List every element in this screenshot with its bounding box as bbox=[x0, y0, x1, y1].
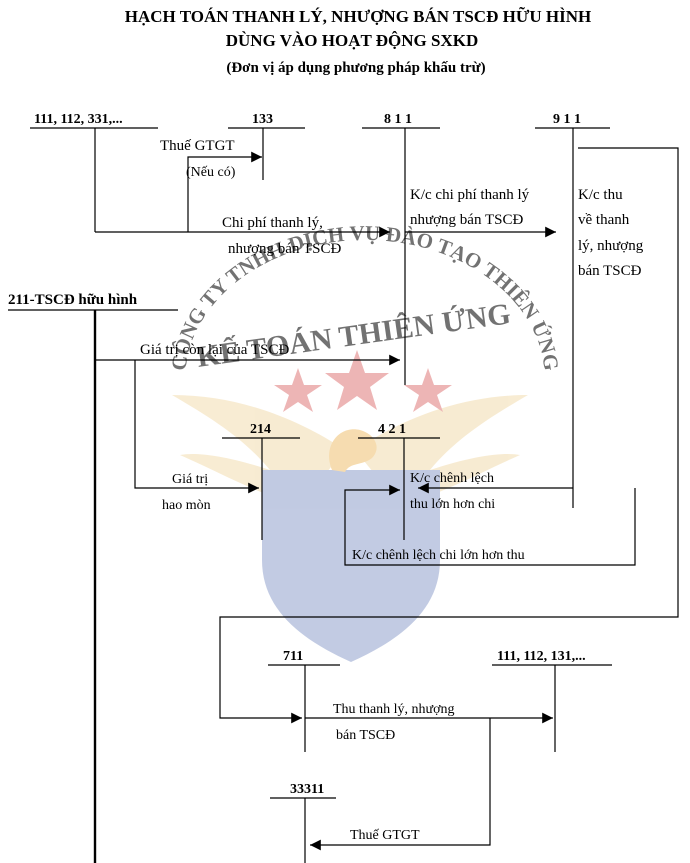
page-title-line2: DÙNG VÀO HOẠT ĐỘNG SXKD bbox=[226, 31, 479, 50]
eagle-icon bbox=[329, 429, 377, 472]
star-icon bbox=[404, 368, 452, 412]
account-211: 211-TSCĐ hữu hình bbox=[8, 292, 138, 308]
label-kc-thu-3: lý, nhượng bbox=[578, 238, 644, 254]
account-stems bbox=[94, 128, 574, 863]
watermark-logo: CÔNG TY TNHH DỊCH VỤ ĐÀO TẠO THIÊN ỨNG K… bbox=[166, 221, 564, 662]
label-kc-thu-4: bán TSCĐ bbox=[578, 263, 642, 279]
label-gia-tri-con-lai: Giá trị còn lại của TSCĐ bbox=[140, 342, 289, 358]
label-kc-chenh-lech-1: K/c chênh lệch bbox=[410, 471, 494, 486]
account-33311: 33311 bbox=[290, 782, 324, 797]
label-kc-chi-phi-1: K/c chi phí thanh lý bbox=[410, 187, 530, 203]
label-kc-thu-1: K/c thu bbox=[578, 187, 623, 203]
label-kc-chi-phi-2: nhượng bán TSCĐ bbox=[410, 212, 523, 228]
account-711: 711 bbox=[283, 649, 303, 664]
label-thu-thanh-ly-1: Thu thanh lý, nhượng bbox=[333, 702, 455, 717]
label-chi-phi-1: Chi phí thanh lý, bbox=[222, 215, 323, 231]
label-kc-chi-lon-thu: K/c chênh lệch chi lớn hơn thu bbox=[352, 548, 525, 563]
label-hao-mon: hao mòn bbox=[162, 498, 211, 513]
star-icon bbox=[274, 368, 322, 412]
label-gia-tri: Giá trị bbox=[172, 472, 208, 487]
account-214: 214 bbox=[250, 422, 271, 437]
account-421: 4 2 1 bbox=[378, 422, 406, 437]
account-911: 9 1 1 bbox=[553, 112, 581, 127]
label-neu-co: (Nếu có) bbox=[186, 165, 236, 180]
account-811: 8 1 1 bbox=[384, 112, 412, 127]
label-chi-phi-2: nhượng bán TSCĐ bbox=[228, 241, 341, 257]
label-thu-thanh-ly-2: bán TSCĐ bbox=[336, 728, 395, 743]
account-111-112-131: 111, 112, 131,... bbox=[497, 649, 586, 664]
label-thue-gtgt: Thuế GTGT bbox=[160, 138, 235, 154]
account-133: 133 bbox=[252, 112, 273, 127]
shield-icon bbox=[262, 470, 440, 662]
account-111-112-331: 111, 112, 331,... bbox=[34, 112, 123, 127]
account-lines bbox=[8, 127, 612, 799]
label-kc-chenh-lech-2: thu lớn hơn chi bbox=[410, 497, 495, 512]
page-subtitle: (Đơn vị áp dụng phương pháp khấu trừ) bbox=[226, 60, 485, 76]
flow-lines bbox=[95, 147, 679, 851]
label-thue-gtgt-2: Thuế GTGT bbox=[350, 828, 420, 843]
label-kc-thu-2: về thanh bbox=[578, 212, 630, 228]
page-title: HẠCH TOÁN THANH LÝ, NHƯỢNG BÁN TSCĐ HỮU … bbox=[125, 6, 591, 26]
star-icon bbox=[325, 350, 389, 410]
